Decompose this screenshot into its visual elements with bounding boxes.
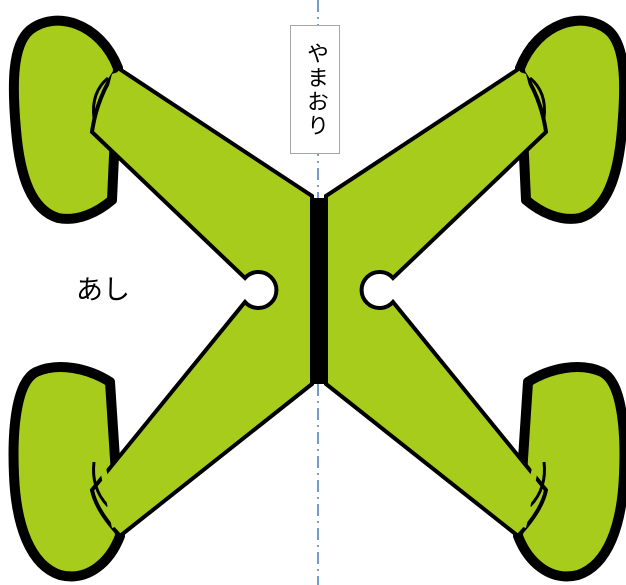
center-divider [313, 198, 324, 384]
ankle-crease-top-right [529, 76, 546, 119]
seam-top-right [520, 72, 540, 130]
seam-bottom-left [98, 458, 118, 528]
right-body [324, 65, 549, 539]
part-label: あし [76, 275, 130, 306]
seam-top-left [98, 72, 118, 130]
right-half [324, 15, 626, 582]
left-body [89, 65, 314, 539]
foot-bottom-right [513, 362, 626, 582]
ankle-crease-bottom-right [528, 461, 546, 508]
foot-top-right [515, 15, 626, 224]
seam-bottom-right [520, 458, 540, 528]
left-half [8, 15, 314, 582]
foot-top-left [8, 15, 123, 224]
ankle-crease-top-left [92, 76, 109, 119]
fold-label: やまおり [303, 41, 328, 138]
fold-label-box: やまおり [290, 25, 340, 154]
foot-bottom-left [8, 362, 125, 582]
ankle-crease-bottom-left [92, 461, 110, 508]
